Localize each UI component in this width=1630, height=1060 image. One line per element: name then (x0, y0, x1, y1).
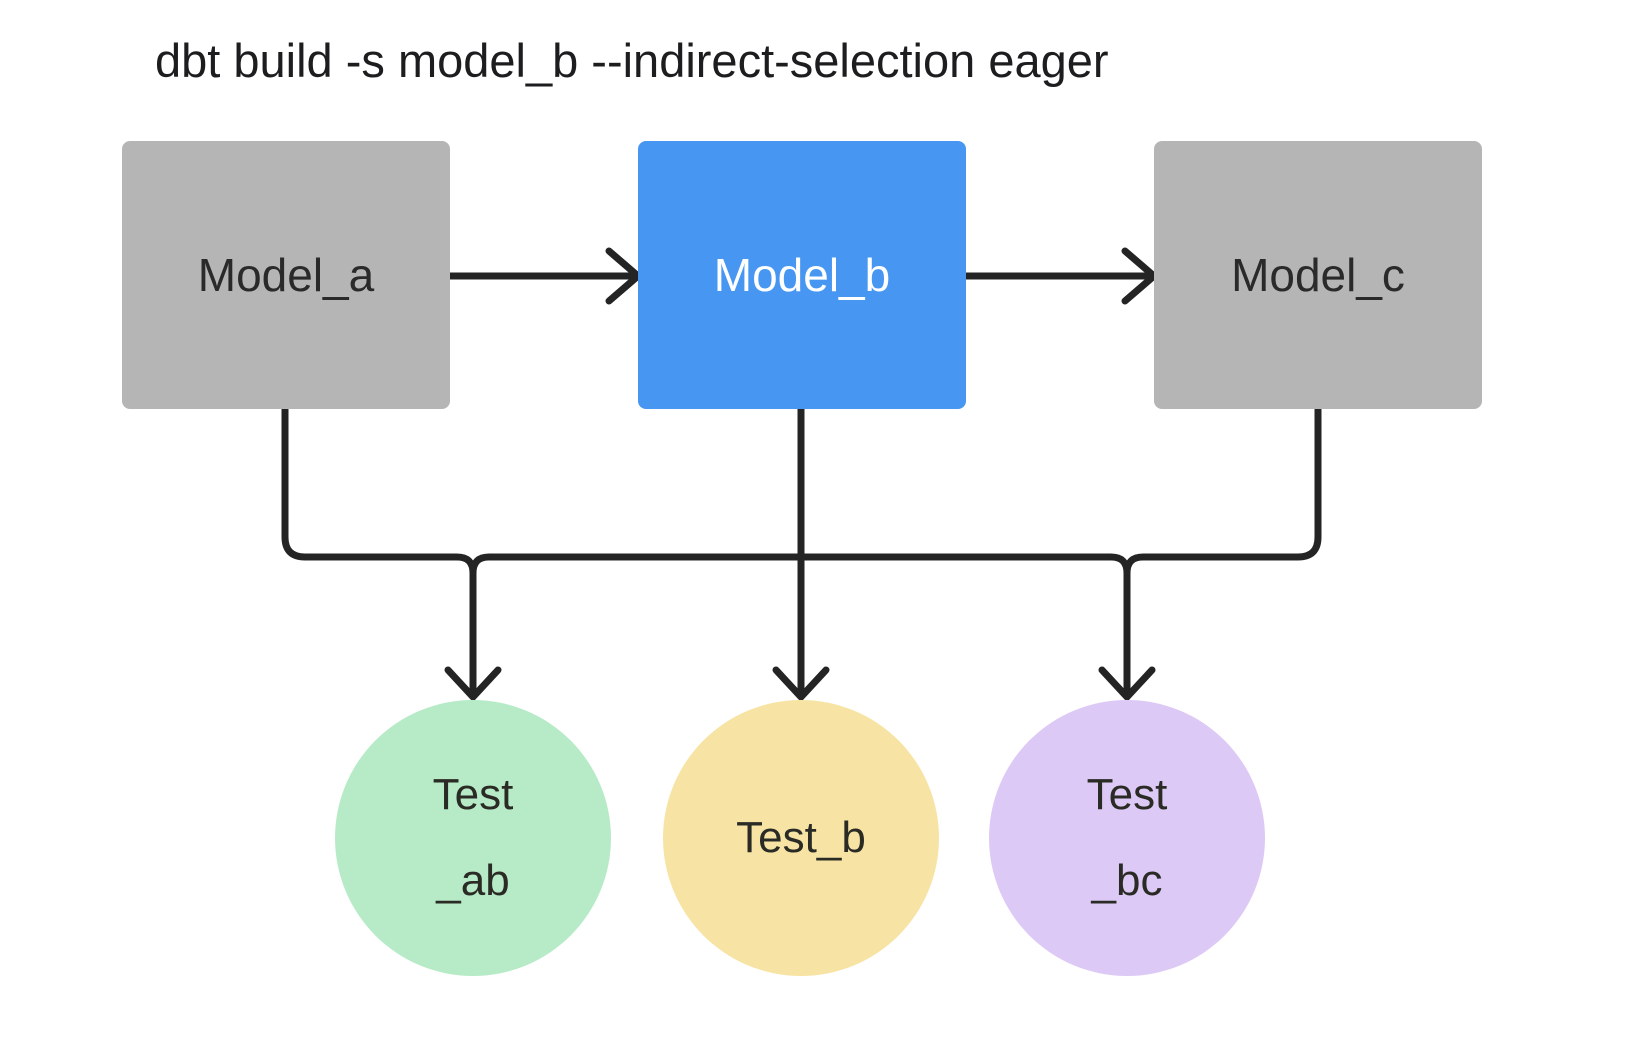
node-test-b-label: Test_b (736, 813, 866, 862)
node-test-b: Test_b (663, 700, 939, 976)
node-model-c: Model_c (1154, 141, 1482, 409)
node-model-a: Model_a (122, 141, 450, 409)
edge-model-a-to-test-ab (281, 405, 477, 699)
connector-group (281, 247, 1322, 701)
node-model-b-label: Model_b (713, 249, 891, 301)
node-test-bc-label-line2: _bc (1091, 856, 1163, 905)
node-model-a-label: Model_a (197, 249, 375, 301)
node-test-bc-label-line1: Test (1086, 770, 1168, 819)
arrowhead-test-b-icon (772, 666, 830, 701)
diagram-title: dbt build -s model_b --indirect-selectio… (155, 34, 1109, 87)
node-test-ab: Test _ab (335, 700, 611, 976)
node-test-ab-label-line2: _ab (436, 856, 510, 905)
edge-model-c-to-bus (1123, 405, 1322, 577)
node-model-b: Model_b (638, 141, 966, 409)
arrowhead-test-ab-icon (444, 666, 502, 701)
arrowhead-test-bc-icon (1098, 666, 1156, 701)
node-test-ab-label-line1: Test (432, 770, 514, 819)
node-test-bc: Test _bc (989, 700, 1265, 976)
node-model-c-label: Model_c (1231, 249, 1405, 301)
